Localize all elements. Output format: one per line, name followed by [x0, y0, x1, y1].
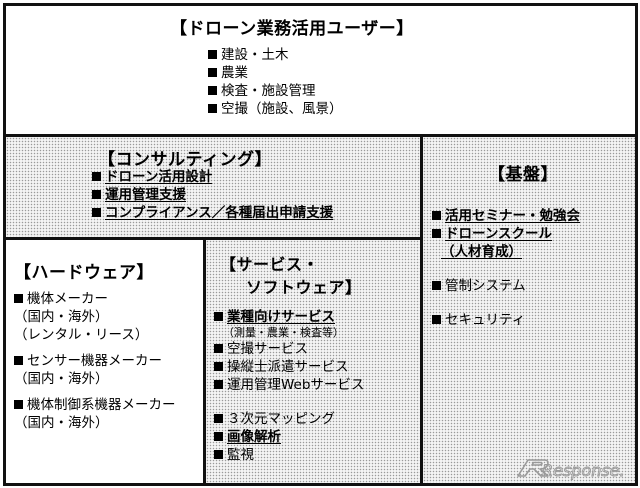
users-title: 【ドローン業務活用ユーザー】: [170, 19, 414, 39]
consulting-list: ドローン活用設計 運用管理支援 コンプライアンス／各種届出申請支援: [92, 168, 333, 222]
list-item: ３次元マッピング: [214, 410, 364, 428]
list-item: 管制システム: [432, 277, 580, 295]
bullet-icon: [214, 432, 223, 441]
list-item: （測量・農業・検査等）: [223, 326, 344, 339]
list-item: 空撮サービス: [214, 340, 364, 358]
foundation-panel: [420, 134, 638, 486]
bullet-icon: [432, 229, 441, 238]
bullet-icon: [208, 104, 217, 113]
bullet-icon: [92, 172, 101, 181]
list-item: センサー機器メーカー: [14, 352, 176, 370]
bullet-icon: [214, 450, 223, 459]
list-item: 農業: [208, 64, 343, 82]
bullet-icon: [208, 50, 217, 59]
list-item: （国内・海外）: [14, 415, 109, 431]
hardware-panel: [3, 237, 206, 486]
bullet-icon: [214, 362, 223, 371]
list-item: （国内・海外）: [14, 309, 109, 325]
list-item: 業種向けサービス: [214, 308, 364, 326]
list-item: 機体制御系機器メーカー: [14, 396, 176, 414]
users-panel: [3, 3, 638, 137]
bullet-icon: [208, 68, 217, 77]
list-item: 運用管理支援: [92, 186, 333, 204]
bullet-icon: [92, 208, 101, 217]
bullet-icon: [214, 344, 223, 353]
watermark-text: Response.: [542, 461, 625, 480]
bullet-icon: [432, 281, 441, 290]
consulting-title: 【コンサルティング】: [98, 150, 272, 170]
bullet-icon: [14, 356, 23, 365]
services-title-line1: 【サービス・: [220, 255, 320, 274]
list-item: ドローン活用設計: [92, 168, 333, 186]
bullet-icon: [214, 312, 223, 321]
bullet-icon: [214, 414, 223, 423]
response-logo: Response.: [517, 459, 625, 480]
list-item: （国内・海外）: [14, 371, 109, 387]
foundation-title: 【基盤】: [488, 165, 558, 185]
bullet-icon: [208, 86, 217, 95]
list-item: セキュリティ: [432, 311, 580, 329]
users-list: 建設・土木 農業 検査・施設管理 空撮（施設、風景）: [208, 46, 343, 118]
list-item: 監視: [214, 446, 364, 464]
services-panel: [203, 237, 423, 486]
bullet-icon: [14, 400, 23, 409]
list-item: 活用セミナー・勉強会: [432, 207, 580, 225]
list-item: 運用管理Webサービス: [214, 376, 364, 394]
list-item: コンプライアンス／各種届出申請支援: [92, 204, 333, 222]
list-item: 建設・土木: [208, 46, 343, 64]
list-item: 検査・施設管理: [208, 82, 343, 100]
bullet-icon: [214, 380, 223, 389]
list-item: 操縦士派遣サービス: [214, 358, 364, 376]
list-item: ドローンスクール: [432, 225, 580, 243]
list-item: （レンタル・リース）: [14, 327, 149, 343]
bullet-icon: [14, 294, 23, 303]
services-title-line2: ソフトウェア】: [246, 278, 362, 297]
list-item: （人材育成）: [441, 244, 522, 260]
list-item: 機体メーカー: [14, 290, 176, 308]
hardware-title: 【ハードウェア】: [14, 263, 154, 283]
hardware-list: 機体メーカー （国内・海外） （レンタル・リース） センサー機器メーカー （国内…: [14, 290, 176, 432]
bullet-icon: [92, 190, 101, 199]
foundation-list: 活用セミナー・勉強会 ドローンスクール （人材育成） 管制システム セキュリティ: [432, 207, 580, 329]
bullet-icon: [432, 315, 441, 324]
list-item: 画像解析: [214, 428, 364, 446]
bullet-icon: [432, 211, 441, 220]
list-item: 空撮（施設、風景）: [208, 100, 343, 118]
services-list: 業種向けサービス （測量・農業・検査等） 空撮サービス 操縦士派遣サービス 運用…: [214, 308, 364, 464]
